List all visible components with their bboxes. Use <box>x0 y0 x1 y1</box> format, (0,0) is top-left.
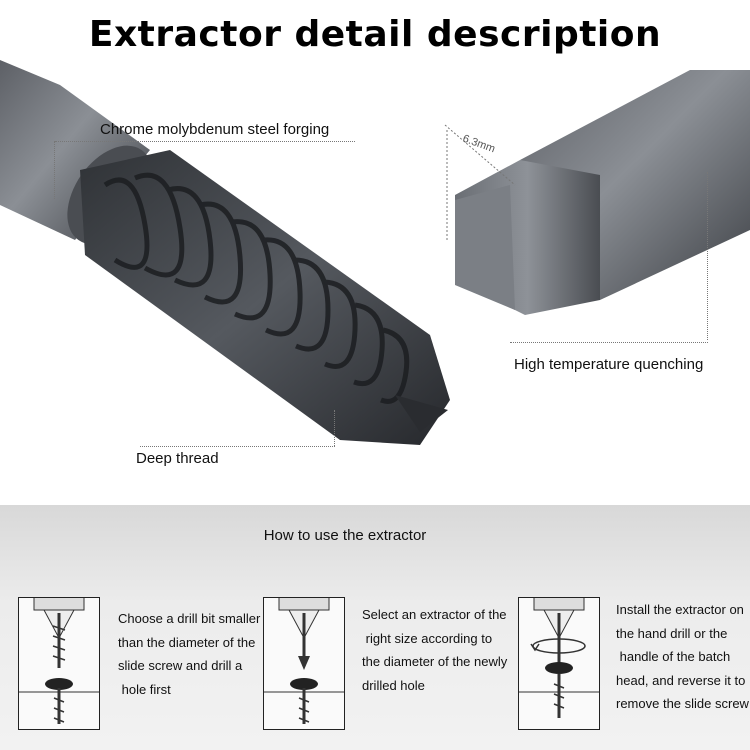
step-1-text: Choose a drill bit smaller than the diam… <box>118 611 261 697</box>
quenching-leader <box>707 172 708 340</box>
hex-face <box>455 185 515 310</box>
step-3-diagram <box>518 597 600 730</box>
step-1-diagram <box>18 597 100 730</box>
material-label: Chrome molybdenum steel forging <box>100 121 330 138</box>
step-2-diagram <box>263 597 345 730</box>
extractor-thread-body <box>80 150 450 445</box>
thread-ridges <box>103 172 410 404</box>
material-leader <box>55 141 355 142</box>
thread-label: Deep thread <box>136 450 219 467</box>
extractor-icon <box>298 656 310 670</box>
product-photo <box>0 60 750 445</box>
thread-leader <box>140 446 335 447</box>
how-to-heading: How to use the extractor <box>263 527 427 544</box>
dimension-line <box>444 124 516 186</box>
how-to-panel <box>0 505 750 750</box>
step-2-text: Select an extractor of the right size ac… <box>362 607 508 693</box>
extractor-illustration <box>0 60 750 445</box>
quenching-label: High temperature quenching <box>514 356 704 373</box>
page-title: Extractor detail description <box>88 14 662 55</box>
step-3-text: Install the extractor on the hand drill … <box>616 602 749 711</box>
extractor-tip <box>395 395 448 432</box>
